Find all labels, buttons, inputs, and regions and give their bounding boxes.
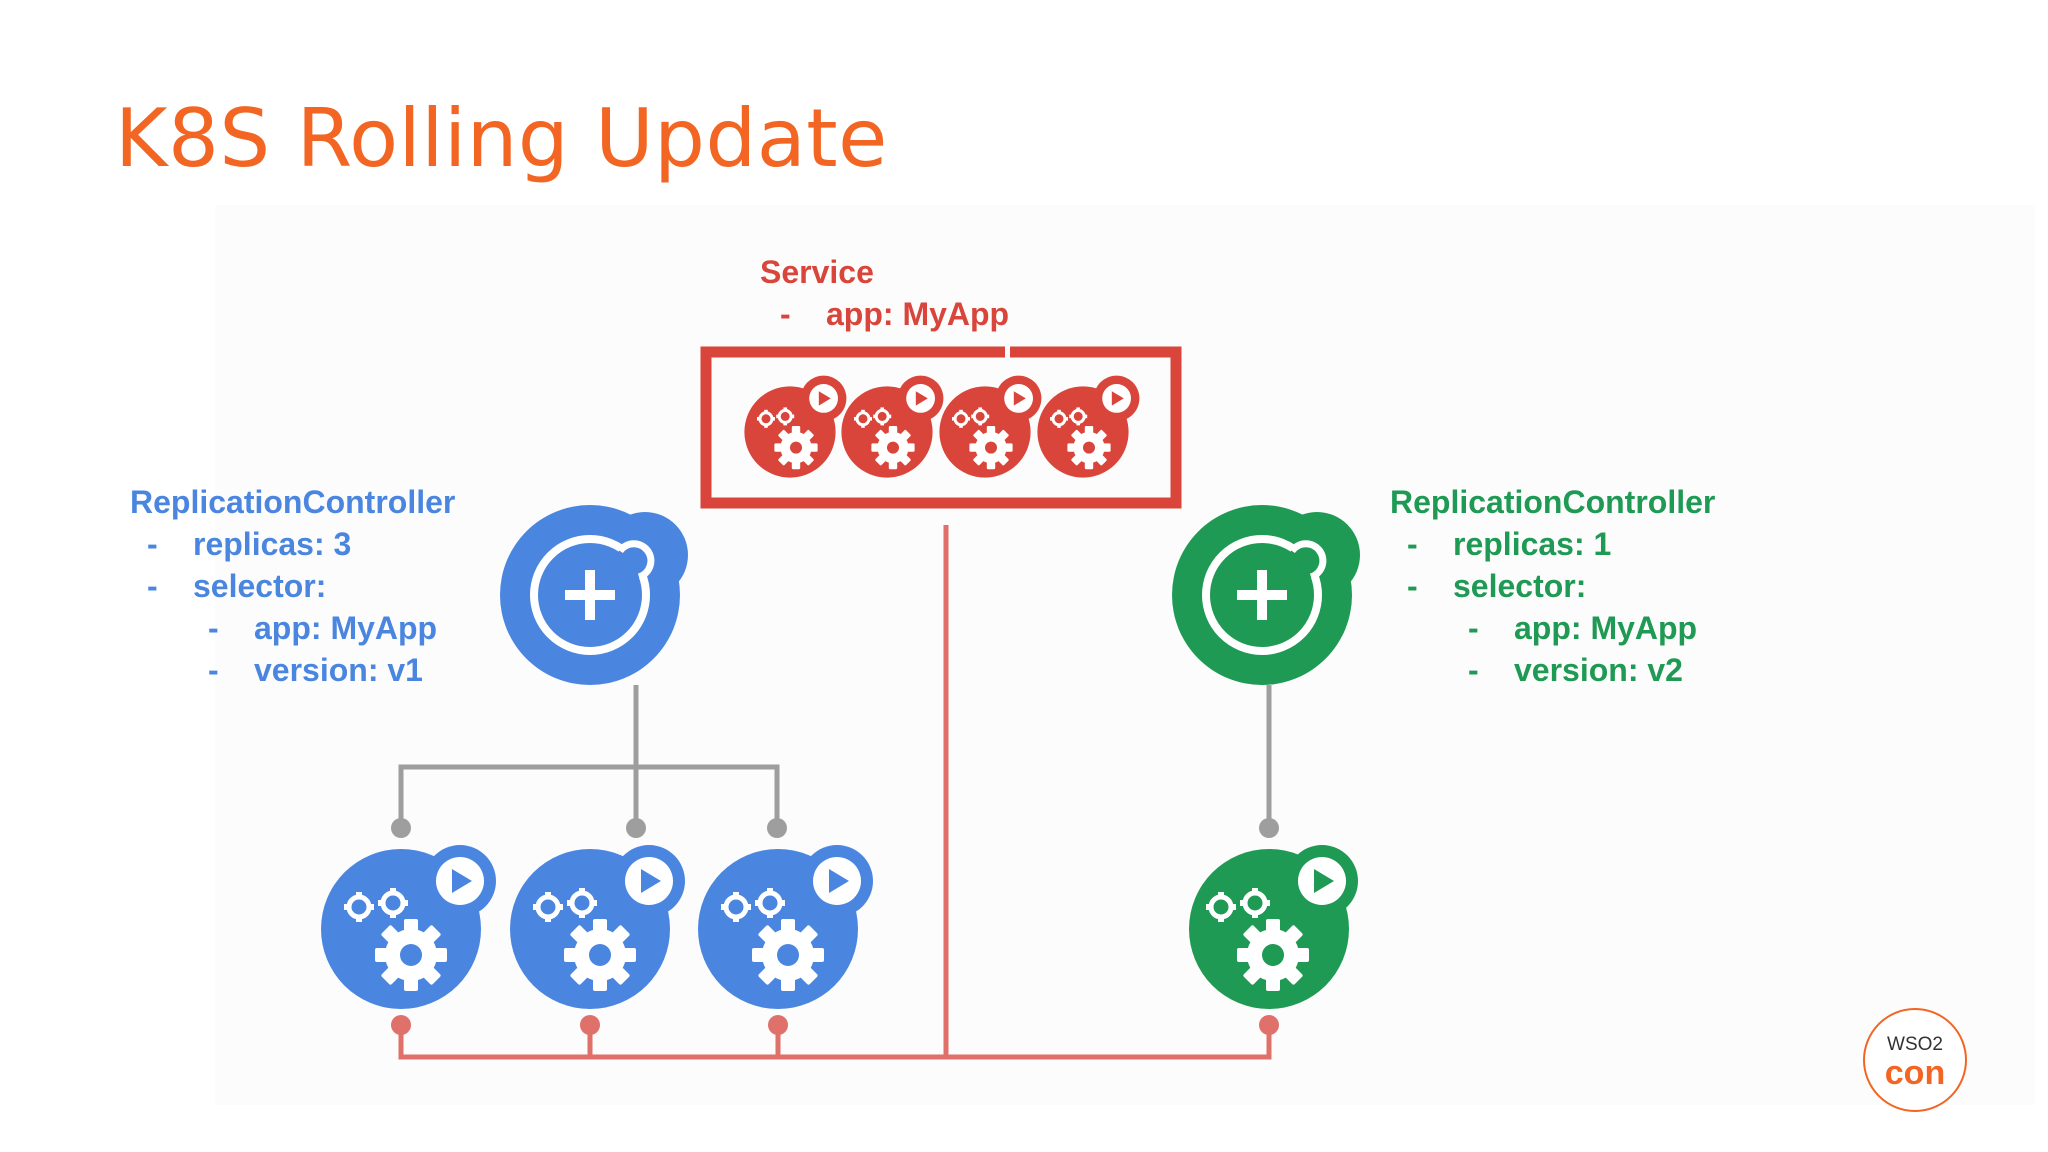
v2-pod-service-dot bbox=[1259, 1015, 1279, 1035]
service-box bbox=[700, 346, 1182, 509]
rc-v2-selector: selector: bbox=[1453, 568, 1587, 604]
rc-v2-selector-line: -selector: bbox=[1390, 565, 1715, 607]
rc-v1-replicas: replicas: 3 bbox=[193, 526, 352, 562]
rc-v1-selector-line: -selector: bbox=[130, 565, 455, 607]
rc-v2-app: app: MyApp bbox=[1514, 610, 1698, 646]
v2-pod-connector-dot bbox=[1259, 818, 1279, 838]
rc-v2-version: version: v2 bbox=[1514, 652, 1683, 688]
v1-pod-3-icon bbox=[698, 845, 873, 1009]
service-pod-2-icon bbox=[841, 375, 944, 478]
rc-v1-app: app: MyApp bbox=[254, 610, 438, 646]
rc-v1-dash: - bbox=[147, 568, 158, 604]
v1-pod-3-service-dot bbox=[768, 1015, 788, 1035]
v1-pod-1-icon bbox=[321, 845, 496, 1009]
service-dash: - bbox=[780, 296, 791, 332]
rc-v1-replicas-line: -replicas: 3 bbox=[130, 523, 455, 565]
rc-v1-version: version: v1 bbox=[254, 652, 423, 688]
service-pod-1-icon bbox=[744, 375, 847, 478]
v1-pod-1-service-dot bbox=[391, 1015, 411, 1035]
service-heading: Service bbox=[760, 254, 874, 290]
rc-v2-replicas-line: -replicas: 1 bbox=[1390, 523, 1715, 565]
rc-v1-version-line: -version: v1 bbox=[130, 649, 455, 691]
service-pod-4-icon bbox=[1037, 375, 1140, 478]
v1-pod-1-connector-dot bbox=[391, 818, 411, 838]
wso2con-logo: WSO2 con bbox=[1863, 1008, 1967, 1112]
v1-pod-2-icon bbox=[510, 845, 685, 1009]
service-label: Service -app: MyApp bbox=[760, 251, 1009, 335]
rc-v1-dash: - bbox=[208, 652, 219, 688]
rc-v1-label: ReplicationController -replicas: 3 -sele… bbox=[130, 481, 455, 691]
rc-v2-dash: - bbox=[1468, 652, 1479, 688]
rc-v2-app-line: -app: MyApp bbox=[1390, 607, 1715, 649]
rc-v2-dash: - bbox=[1468, 610, 1479, 646]
rc-v2-dash: - bbox=[1407, 568, 1418, 604]
v1-pod-2-connector-dot bbox=[626, 818, 646, 838]
replication-controller-v2-icon bbox=[1172, 505, 1360, 685]
service-selector-value: app: MyApp bbox=[826, 296, 1010, 332]
rc-v1-app-line: -app: MyApp bbox=[130, 607, 455, 649]
slide-title: K8S Rolling Update bbox=[115, 92, 888, 185]
service-selector-line: -app: MyApp bbox=[760, 293, 1009, 335]
rc-v2-heading: ReplicationController bbox=[1390, 484, 1716, 520]
v1-pod-3-connector-dot bbox=[767, 818, 787, 838]
rc-v1-dash: - bbox=[208, 610, 219, 646]
rc-v2-version-line: -version: v2 bbox=[1390, 649, 1715, 691]
rc-v1-selector: selector: bbox=[193, 568, 327, 604]
replication-controller-v1-icon bbox=[500, 505, 688, 685]
rc-v2-dash: - bbox=[1407, 526, 1418, 562]
v1-connectors bbox=[398, 685, 780, 826]
v2-pod-icon bbox=[1189, 845, 1358, 1009]
rc-v1-heading: ReplicationController bbox=[130, 484, 456, 520]
rc-v2-replicas: replicas: 1 bbox=[1453, 526, 1612, 562]
v1-pod-2-service-dot bbox=[580, 1015, 600, 1035]
rc-v2-label: ReplicationController -replicas: 1 -sele… bbox=[1390, 481, 1715, 691]
logo-line-2: con bbox=[1884, 1054, 1946, 1092]
logo-line-1: WSO2 bbox=[1887, 1034, 1943, 1055]
service-pod-3-icon bbox=[939, 375, 1042, 478]
rc-v1-dash: - bbox=[147, 526, 158, 562]
